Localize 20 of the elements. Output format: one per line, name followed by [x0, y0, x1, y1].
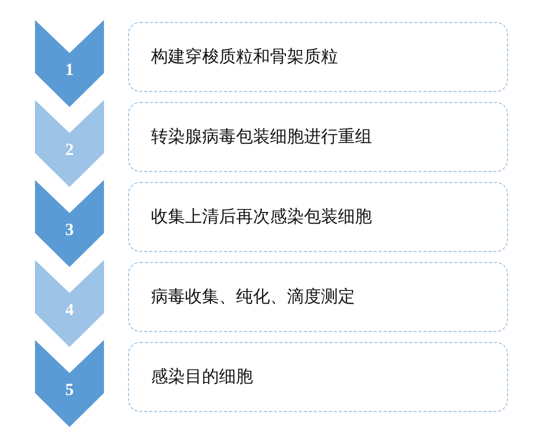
chevron-shape: [35, 260, 104, 347]
step-box: [128, 262, 508, 332]
step-text: 构建穿梭质粒和骨架质粒: [151, 46, 338, 69]
step-text: 收集上清后再次感染包装细胞: [151, 206, 372, 229]
step-number: 3: [64, 220, 75, 240]
step-number: 5: [64, 380, 75, 400]
step-text: 病毒收集、纯化、滴度测定: [151, 286, 355, 309]
step-box: [128, 102, 508, 172]
step-number: 4: [64, 300, 75, 320]
chevron-shape: [35, 340, 104, 427]
step-box: [128, 342, 508, 412]
step-number: 2: [64, 140, 75, 160]
step-box: [128, 182, 508, 252]
chevron-shape: [35, 20, 104, 107]
step-number: 1: [64, 60, 75, 80]
step-text: 转染腺病毒包装细胞进行重组: [151, 126, 372, 149]
chevron-shape: [35, 100, 104, 187]
step-box: [128, 22, 508, 92]
chevron-shape: [35, 180, 104, 267]
step-text: 感染目的细胞: [151, 366, 253, 389]
